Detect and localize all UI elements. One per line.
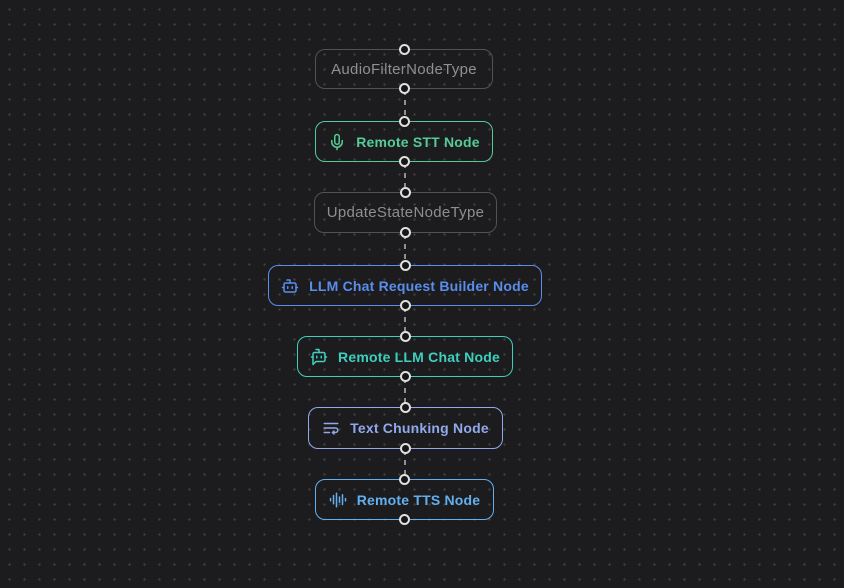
node-audio-filter[interactable]: AudioFilterNodeType <box>315 44 493 94</box>
edge-connector[interactable] <box>404 90 406 121</box>
node-label: Text Chunking Node <box>350 420 489 436</box>
input-port[interactable] <box>399 474 410 485</box>
node-label: AudioFilterNodeType <box>331 60 477 78</box>
node-remote-stt[interactable]: Remote STT Node <box>315 116 493 167</box>
bot-icon <box>281 277 299 295</box>
output-port[interactable] <box>399 514 410 525</box>
node-label: LLM Chat Request Builder Node <box>309 277 529 294</box>
node-label: Remote TTS Node <box>356 491 481 508</box>
edge-connector[interactable] <box>404 307 406 336</box>
edge-connector[interactable] <box>404 234 406 265</box>
output-port[interactable] <box>400 443 411 454</box>
input-port[interactable] <box>398 116 410 127</box>
input-port[interactable] <box>398 44 410 55</box>
output-port[interactable] <box>398 83 410 94</box>
output-port[interactable] <box>400 227 411 238</box>
node-label: Remote LLM Chat Node <box>338 348 500 365</box>
input-port[interactable] <box>400 402 411 413</box>
output-port[interactable] <box>399 371 411 382</box>
edge-connector[interactable] <box>404 378 406 407</box>
input-port[interactable] <box>399 331 411 342</box>
edge-connector[interactable] <box>404 450 406 479</box>
node-label: UpdateStateNodeType <box>326 204 485 221</box>
node-llm-chat-request-builder[interactable]: LLM Chat Request Builder Node <box>268 260 542 311</box>
output-port[interactable] <box>398 156 410 167</box>
node-label: Remote STT Node <box>356 133 480 150</box>
wrap-text-icon <box>322 419 340 437</box>
node-remote-llm-chat[interactable]: Remote LLM Chat Node <box>297 331 513 382</box>
node-update-state[interactable]: UpdateStateNodeType <box>314 187 497 238</box>
audio-waveform-icon <box>329 491 347 509</box>
input-port[interactable] <box>400 187 411 198</box>
input-port[interactable] <box>399 260 411 271</box>
bot-message-icon <box>310 348 328 366</box>
microphone-icon <box>328 133 346 151</box>
edge-connector[interactable] <box>404 163 406 192</box>
node-text-chunking[interactable]: Text Chunking Node <box>308 402 503 454</box>
output-port[interactable] <box>399 300 411 311</box>
node-remote-tts[interactable]: Remote TTS Node <box>315 474 494 525</box>
